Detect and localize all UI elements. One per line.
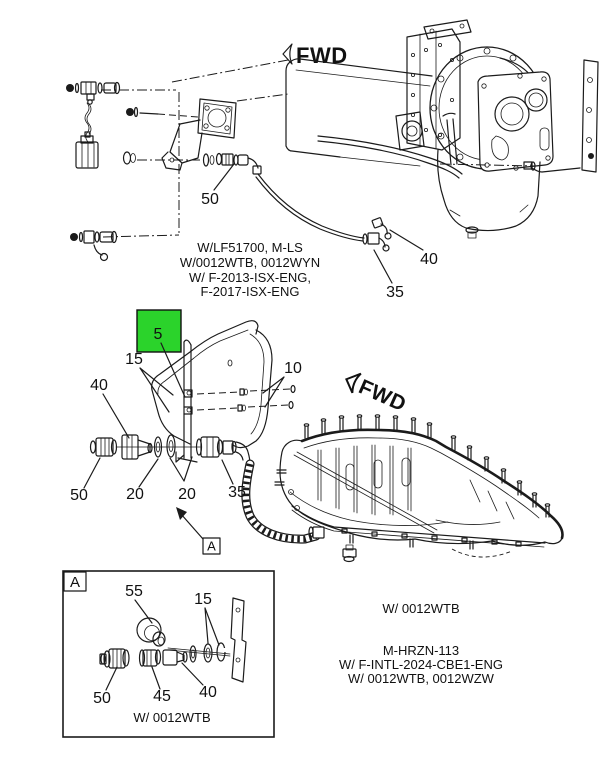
callout-40-detail[interactable]: 40 [199, 684, 217, 701]
callout-50-middle[interactable]: 50 [70, 487, 88, 504]
view-a-reference: A [176, 507, 221, 555]
top-view-callouts: 50 35 40 [201, 163, 438, 301]
detail-a-callouts: 55 15 50 45 40 [93, 583, 220, 707]
frame-rail [285, 58, 599, 173]
callout-15-middle[interactable]: 15 [125, 351, 143, 368]
highlight-callout-5[interactable]: 5 [136, 309, 186, 398]
top-note-line-4: F-2017-ISX-ENG [201, 284, 300, 299]
callout-15-detail[interactable]: 15 [194, 591, 212, 608]
detail-a-note: W/ 0012WTB [133, 710, 210, 725]
callout-50-detail[interactable]: 50 [93, 690, 111, 707]
middle-view-callouts: 15 10 40 50 20 20 35 [70, 351, 302, 504]
middle-note-line-1: M-HRZN-113 [383, 643, 459, 658]
detail-a-parts [99, 597, 247, 683]
fwd-arrow-middle: FWD [345, 372, 410, 416]
detail-view-a: A [62, 570, 275, 738]
detail-a-frame [62, 570, 275, 738]
middle-view: 5 [70, 309, 564, 686]
callout-20-left[interactable]: 20 [126, 486, 144, 503]
pan-interior [289, 444, 515, 534]
exploded-fitting-row [89, 434, 251, 465]
top-note-line-3: W/ F-2013-ISX-ENG, [189, 270, 311, 285]
callout-40-top[interactable]: 40 [420, 251, 438, 268]
top-view: FWD [66, 19, 599, 301]
middle-view-notes: W/ 0012WTB M-HRZN-113 W/ F-INTL-2024-CBE… [339, 601, 503, 686]
middle-note-line-2: W/ F-INTL-2024-CBE1-ENG [339, 657, 503, 672]
engine-assembly [317, 19, 581, 239]
oil-pan [274, 414, 564, 563]
middle-note-line-3: W/ 0012WTB, 0012WZW [348, 671, 495, 686]
detail-a-frame-label: A [70, 574, 80, 591]
callout-40-middle[interactable]: 40 [90, 377, 108, 394]
braided-hose [241, 459, 325, 544]
pan-flange [274, 469, 546, 563]
callout-45-detail[interactable]: 45 [153, 688, 171, 705]
highlight-box[interactable] [136, 309, 182, 353]
callout-5[interactable]: 5 [154, 326, 163, 343]
callout-50-top[interactable]: 50 [201, 191, 219, 208]
top-note-line-2: W/0012WTB, 0012WYN [180, 255, 320, 270]
top-left-fitting-parts [66, 59, 289, 262]
callout-35-top[interactable]: 35 [386, 284, 404, 301]
top-bracket-plate [126, 93, 289, 171]
callout-10-middle[interactable]: 10 [284, 360, 302, 377]
callout-20-right[interactable]: 20 [178, 486, 196, 503]
top-note-line-1: W/LF51700, M-LS [197, 240, 303, 255]
support-bracket [151, 320, 296, 463]
view-a-ref-label[interactable]: A [207, 539, 216, 554]
top-view-note: W/LF51700, M-LS W/0012WTB, 0012WYN W/ F-… [180, 240, 320, 299]
callout-35-middle[interactable]: 35 [228, 484, 246, 501]
pan-note: W/ 0012WTB [382, 601, 459, 616]
fwd-label-middle: FWD [355, 375, 409, 416]
top-fitting-50-hose [202, 152, 392, 252]
callout-55-detail[interactable]: 55 [125, 583, 143, 600]
pan-studs [303, 414, 551, 518]
